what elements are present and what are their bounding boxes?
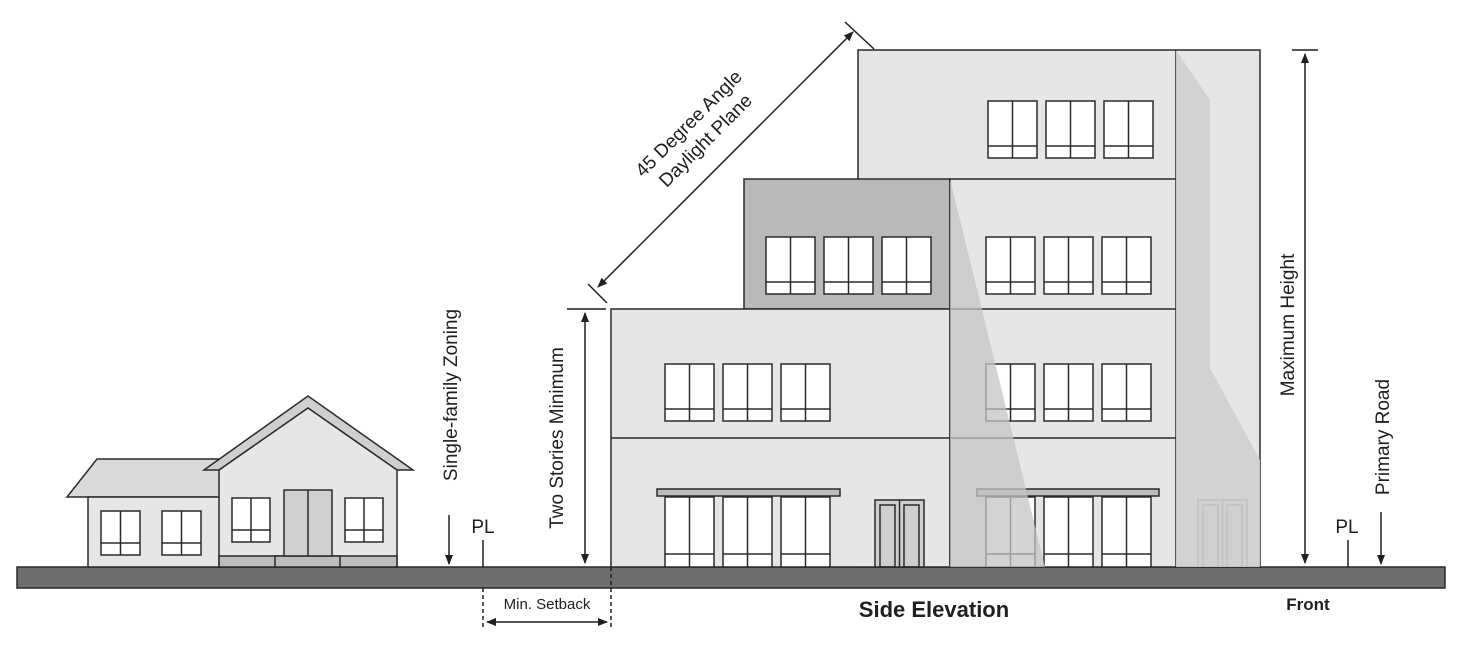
primary-road-label: Primary Road (1373, 379, 1394, 495)
pl-right-label: PL (1335, 517, 1358, 538)
house-window (161, 510, 202, 556)
building-window (780, 363, 831, 422)
building-window (722, 363, 773, 422)
building-window (765, 236, 816, 295)
building-window (1103, 100, 1154, 159)
shadow-middle (950, 179, 1045, 567)
awning (656, 488, 841, 497)
side-elevation-title: Side Elevation (859, 597, 1009, 622)
house-windows (100, 497, 384, 556)
building-window (722, 496, 773, 568)
building-window (1045, 100, 1096, 159)
daylight-plane-arrow (597, 31, 854, 288)
two-stories-label: Two Stories Minimum (547, 347, 568, 529)
building-window (1101, 363, 1152, 422)
single-family-label: Single-family Zoning (441, 309, 462, 481)
building-window (823, 236, 874, 295)
building-window (881, 236, 932, 295)
building-window (1043, 236, 1094, 295)
dimension-lines (445, 21, 1385, 628)
shadow-tower (1176, 50, 1260, 567)
ground-strip (16, 566, 1446, 589)
building-door (874, 499, 925, 568)
house-left-roof (65, 458, 236, 498)
building-window (1101, 496, 1152, 568)
building-window (1043, 363, 1094, 422)
building-window (664, 496, 715, 568)
building-window (985, 236, 1036, 295)
front-label: Front (1286, 595, 1330, 614)
house-window (100, 510, 141, 556)
min-setback-label: Min. Setback (504, 596, 591, 613)
building-window (664, 363, 715, 422)
building-window (780, 496, 831, 568)
house-window (231, 497, 271, 543)
pl-left-label: PL (471, 517, 494, 538)
maximum-height-label: Maximum Height (1278, 253, 1299, 396)
house-window (344, 497, 384, 543)
building-window (1043, 496, 1094, 568)
building-window (987, 100, 1038, 159)
house-step (274, 555, 341, 568)
building-window (1101, 236, 1152, 295)
